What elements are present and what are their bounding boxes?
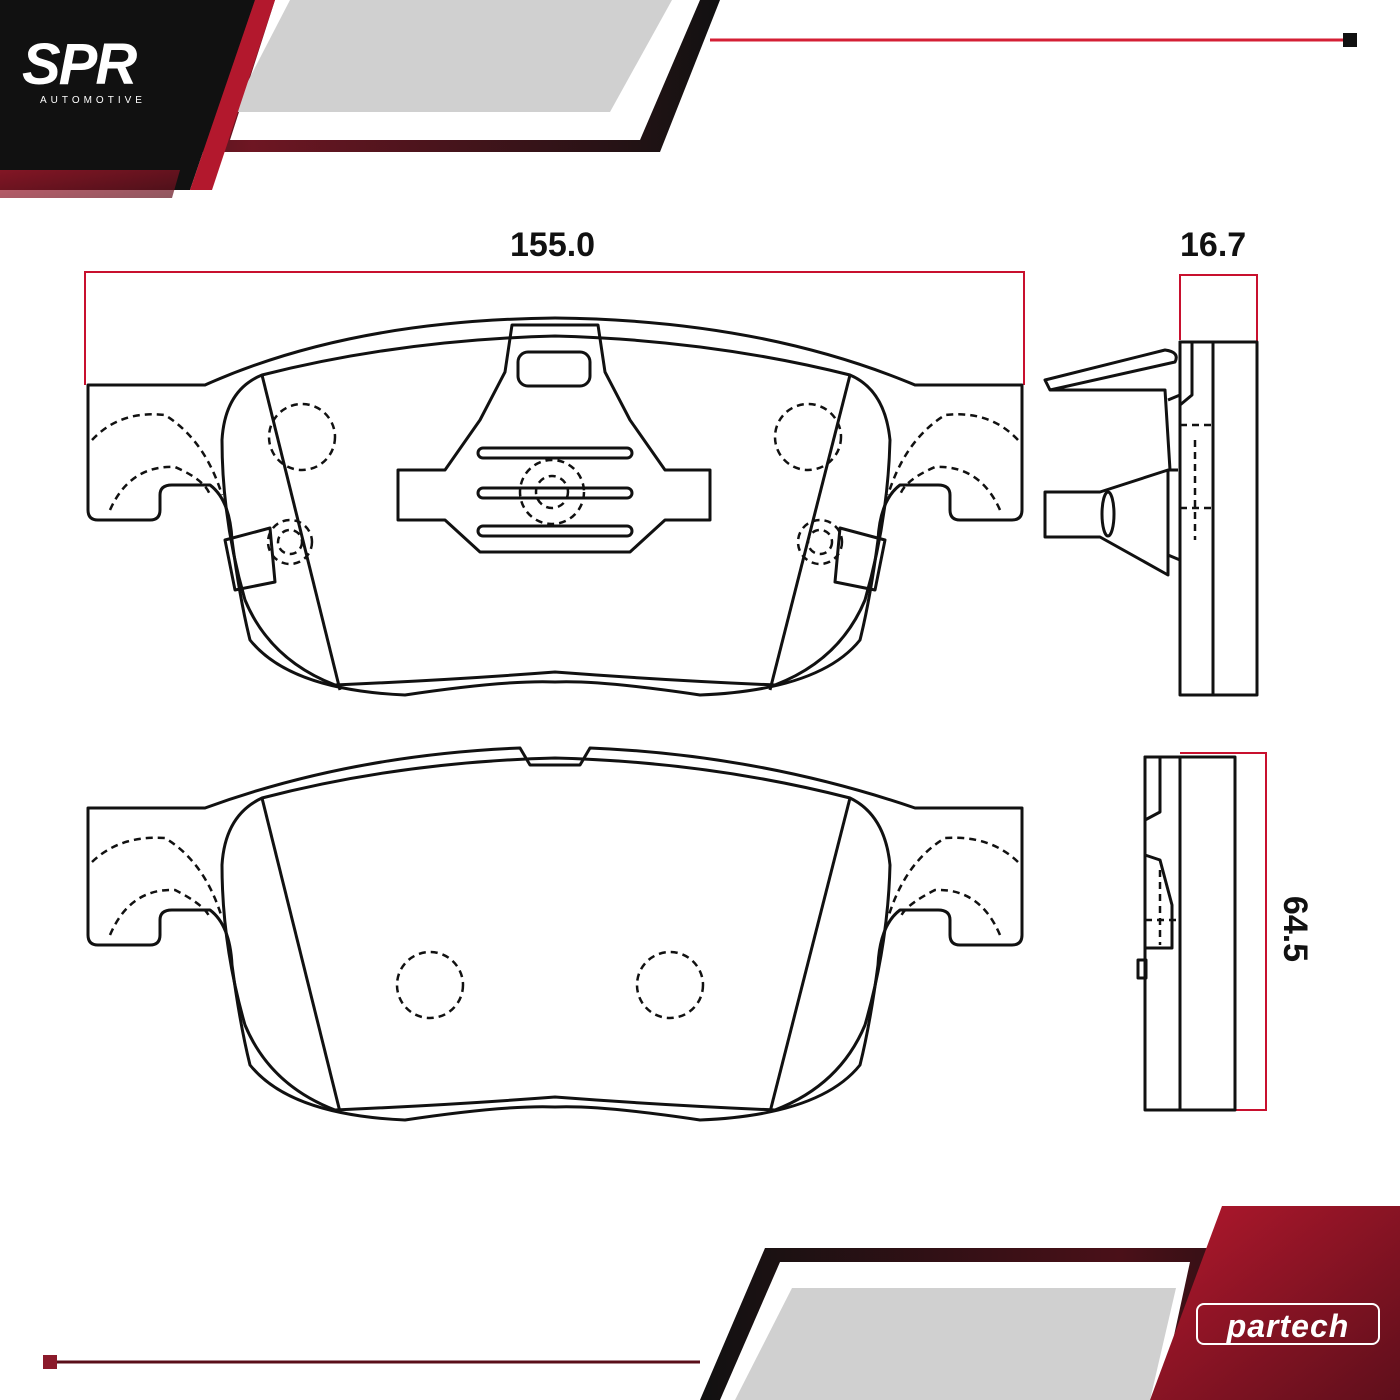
spr-logo: SPR	[22, 32, 137, 97]
upper-pad-side-hidden-lines	[1180, 423, 1213, 540]
thickness-dimension-label: 16.7	[1180, 226, 1247, 264]
upper-pad-hidden-lines	[91, 323, 1019, 566]
upper-pad-side-view	[1043, 340, 1259, 697]
height-dimension-label: 64.5	[1276, 895, 1315, 963]
footer-decoration	[700, 1206, 1400, 1400]
upper-pad-front-view	[86, 316, 1024, 697]
lower-pad-side-hidden-lines	[1145, 870, 1180, 945]
header-decoration	[0, 0, 720, 198]
lower-pad-front-view	[86, 746, 1024, 1122]
frame-corner-bottom-left	[43, 1355, 57, 1369]
frame-lines	[48, 38, 1352, 1364]
width-dimension-label: 155.0	[510, 226, 596, 264]
frame-corner-top-right	[1343, 33, 1357, 47]
lower-pad-side-view	[1136, 755, 1237, 1112]
lower-pad-hidden-lines	[91, 836, 1019, 1020]
partech-logo: partech	[1196, 1303, 1380, 1345]
spr-logo-subtitle: AUTOMOTIVE	[40, 95, 146, 106]
